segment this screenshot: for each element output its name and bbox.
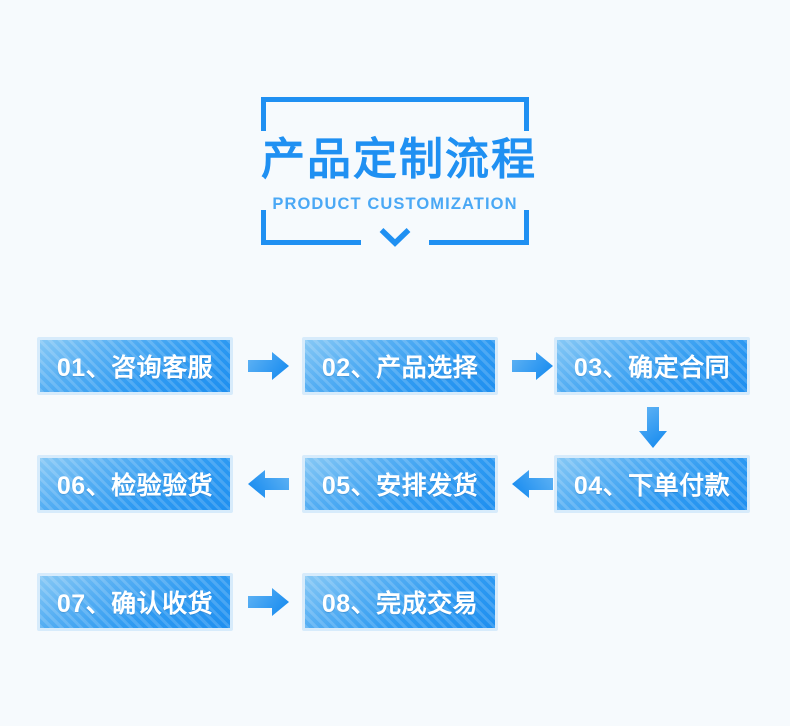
flow-step-04-label: 04、下单付款 [573, 472, 731, 500]
page-title: 产品定制流程 [261, 135, 537, 184]
flow-step-05-label: 05、安排发货 [321, 472, 479, 500]
flow-step-01-label: 01、咨询客服 [56, 354, 214, 382]
header-frame-top-line [261, 97, 529, 102]
flow-step-02[interactable]: 02、产品选择 [302, 337, 498, 395]
header-frame-bottom-left-line [261, 240, 361, 245]
page-header: 产品定制流程 PRODUCT CUSTOMIZATION [261, 97, 537, 247]
chevron-down-icon [379, 227, 411, 249]
flow-step-08[interactable]: 08、完成交易 [302, 573, 498, 631]
flow-step-03[interactable]: 03、确定合同 [554, 337, 750, 395]
flow-step-04[interactable]: 04、下单付款 [554, 455, 750, 513]
header-frame-right-top-line [524, 97, 529, 131]
header-frame-left-top-line [261, 97, 266, 131]
arrow-down-icon-03-04 [637, 405, 669, 450]
flow-step-08-label: 08、完成交易 [321, 590, 479, 618]
flow-step-03-label: 03、确定合同 [573, 354, 731, 382]
flow-step-06-label: 06、检验验货 [56, 472, 214, 500]
flow-step-02-label: 02、产品选择 [321, 354, 479, 382]
page-subtitle: PRODUCT CUSTOMIZATION [272, 195, 518, 213]
flow-step-01[interactable]: 01、咨询客服 [37, 337, 233, 395]
header-frame-left-bottom-line [261, 210, 266, 245]
arrow-left-icon-04-05 [510, 468, 555, 500]
header-frame-right-bottom-line [524, 210, 529, 245]
arrow-right-icon-07-08 [246, 586, 291, 618]
arrow-left-icon-05-06 [246, 468, 291, 500]
header-frame-bottom-right-line [429, 240, 529, 245]
flow-step-07[interactable]: 07、确认收货 [37, 573, 233, 631]
arrow-right-icon-02-03 [510, 350, 555, 382]
arrow-right-icon-01-02 [246, 350, 291, 382]
flow-step-05[interactable]: 05、安排发货 [302, 455, 498, 513]
flow-step-07-label: 07、确认收货 [56, 590, 214, 618]
flow-step-06[interactable]: 06、检验验货 [37, 455, 233, 513]
